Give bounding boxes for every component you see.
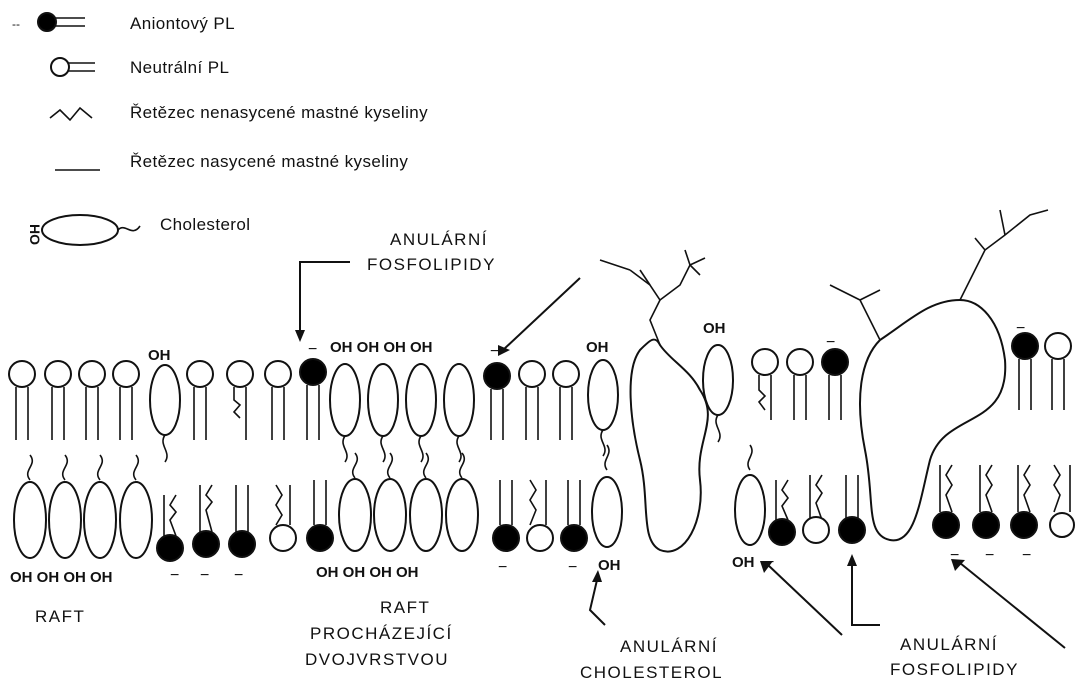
neutral-pl [265, 361, 291, 440]
cholesterol [735, 445, 765, 545]
neutral-pl [45, 361, 71, 440]
neutral-pl [9, 361, 35, 440]
anionic-pl [1012, 333, 1038, 410]
anionic-pl [157, 495, 183, 561]
neutral-pl [519, 361, 545, 440]
oh-label: OH [732, 554, 755, 571]
charge-minus: − [1022, 547, 1031, 564]
oh-label-row: OH OH OH OH [316, 564, 419, 581]
cholesterol [446, 453, 478, 551]
raft-bilayer-label-line2: PROCHÁZEJÍCÍ [310, 624, 453, 643]
neutral-pl [553, 361, 579, 440]
oh-label: OH [598, 557, 621, 574]
neutral-pl [187, 361, 213, 440]
charge-minus: − [170, 567, 179, 584]
cholesterol [592, 445, 622, 547]
raft-bilayer-label-line3: DVOJVRSTVOU [305, 650, 449, 669]
charge-minus: − [490, 343, 499, 360]
neutral-pl [803, 475, 829, 543]
annular-phospholipids-bottom-line2: FOSFOLIPIDY [890, 660, 1019, 679]
legend-neutral-label: Neutrální PL [130, 58, 229, 77]
charge-minus: − [200, 567, 209, 584]
cholesterol [410, 453, 442, 551]
annular-bottom-arrows [590, 554, 1065, 648]
legend-unsaturated-label: Řetězec nenasycené mastné kyseliny [130, 103, 428, 122]
anionic-pl [822, 349, 848, 420]
charge-minus: − [985, 547, 994, 564]
charge-minus: − [568, 559, 577, 576]
legend-anionic-label: Aniontový PL [130, 14, 235, 33]
raft-label: RAFT [35, 607, 85, 626]
svg-text:--: -- [12, 17, 20, 31]
anionic-pl [561, 480, 587, 551]
cholesterol [703, 345, 733, 442]
anionic-pl [300, 359, 326, 440]
neutral-pl [787, 349, 813, 420]
oh-label-row: OH OH OH OH [330, 339, 433, 356]
cholesterol [339, 453, 371, 551]
anionic-pl [307, 480, 333, 551]
anionic-pl [484, 363, 510, 440]
charge-minus: − [234, 567, 243, 584]
cholesterol [330, 364, 360, 462]
annular-cholesterol-label-line2: CHOLESTEROL [580, 663, 723, 682]
oh-label: OH [586, 339, 609, 356]
legend-anionic-symbol: -- [12, 13, 85, 31]
anionic-pl [229, 485, 255, 557]
legend-unsaturated-symbol [50, 108, 92, 120]
cholesterol [368, 364, 398, 462]
anionic-pl [973, 465, 999, 538]
anionic-pl [1011, 465, 1037, 538]
oh-label-row: OH OH OH OH [10, 569, 113, 586]
neutral-pl [527, 480, 553, 551]
legend: -- Aniontový PL Neutrální PL Řetězec nen… [12, 13, 428, 245]
legend-saturated-label: Řetězec nasycené mastné kyseliny [130, 152, 408, 171]
anionic-pl [769, 480, 795, 545]
cholesterol [444, 364, 474, 462]
cholesterol [14, 455, 46, 558]
charge-minus: − [308, 341, 317, 358]
neutral-pl [270, 485, 296, 551]
legend-ho-label: HO [27, 224, 43, 245]
neutral-pl [1045, 333, 1071, 410]
outer-leaflet: OH − OH OH OH OH − OH OH − − [9, 320, 1071, 462]
cholesterol [120, 455, 152, 558]
neutral-pl [79, 361, 105, 440]
annular-phospholipids-top-line2: FOSFOLIPIDY [367, 255, 496, 274]
annular-cholesterol-label-line1: ANULÁRNÍ [620, 637, 718, 656]
transmembrane-protein-right [830, 210, 1048, 540]
cholesterol [49, 455, 81, 558]
annular-phospholipids-top-line1: ANULÁRNÍ [390, 230, 488, 249]
cholesterol [588, 360, 618, 456]
annular-phospholipids-bottom-line1: ANULÁRNÍ [900, 635, 998, 654]
anionic-pl [493, 480, 519, 551]
charge-minus: − [498, 559, 507, 576]
cholesterol [84, 455, 116, 558]
cholesterol [406, 364, 436, 462]
neutral-pl [113, 361, 139, 440]
oh-label: OH [703, 320, 726, 337]
anionic-pl [933, 465, 959, 538]
neutral-pl [1050, 465, 1074, 537]
inner-leaflet: OH OH OH OH − − − OH OH OH OH − − OH OH … [10, 445, 1074, 586]
legend-cholesterol-symbol: HO [27, 215, 140, 245]
oh-label: OH [148, 347, 171, 364]
neutral-pl [752, 349, 778, 420]
anionic-pl [839, 475, 865, 543]
cholesterol [150, 365, 180, 462]
legend-cholesterol-label: Cholesterol [160, 215, 250, 234]
neutral-pl [227, 361, 253, 440]
cholesterol [374, 453, 406, 551]
anionic-pl [193, 485, 219, 557]
legend-neutral-symbol [51, 58, 95, 76]
raft-bilayer-label-line1: RAFT [380, 598, 430, 617]
